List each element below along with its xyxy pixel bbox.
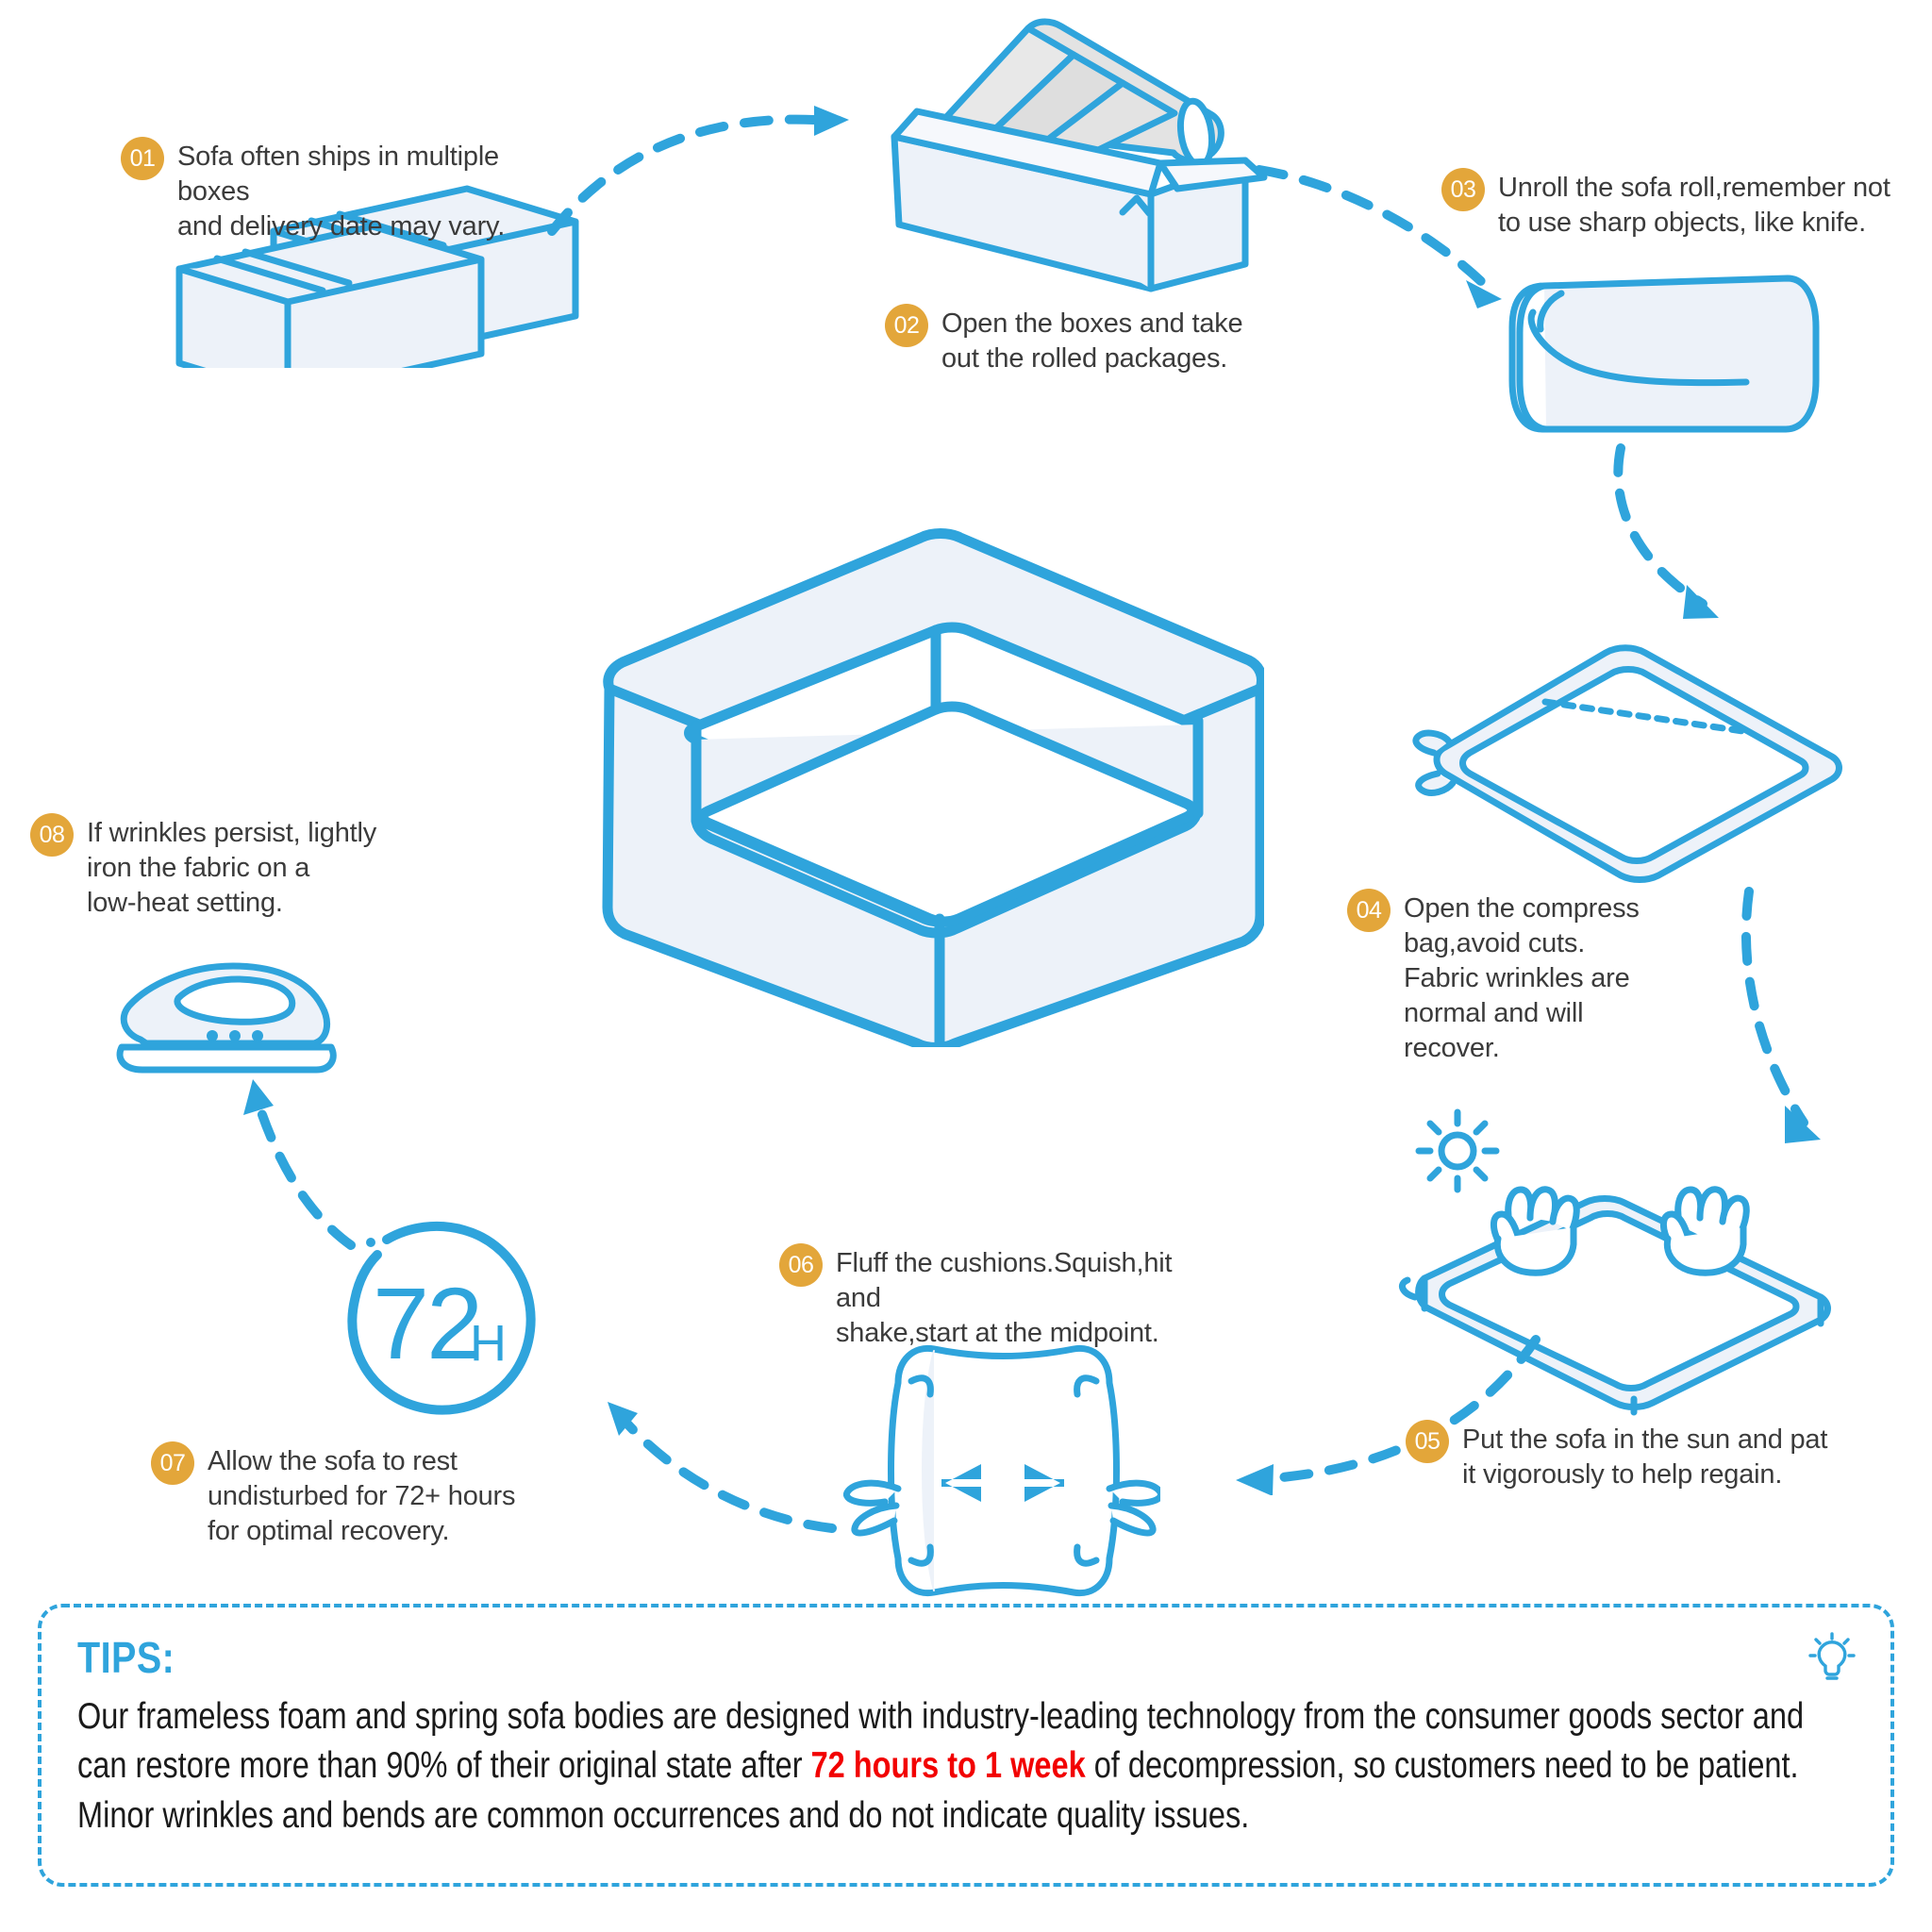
step-08: 08 If wrinkles persist, lightly iron the… (30, 813, 389, 921)
step-text-06: Fluff the cushions.Squish,hit and shake,… (836, 1248, 1173, 1349)
step-text-05: Put the sofa in the sun and pat it vigor… (1462, 1424, 1828, 1491)
stacked-boxes-illustration (175, 185, 579, 368)
step-badge-07: 07 (151, 1441, 194, 1485)
tips-body-part-1: Our frameless foam and spring sofa bodie… (77, 1696, 1805, 1787)
step-badge-08: 08 (30, 813, 74, 857)
step-07: 07 Allow the sofa to rest undisturbed fo… (151, 1441, 528, 1549)
step-badge-03: 03 (1441, 168, 1485, 211)
step-badge-05: 05 (1406, 1420, 1449, 1463)
step-05: 05 Put the sofa in the sun and pat it vi… (1406, 1420, 1896, 1492)
step-text-03: Unroll the sofa roll,remember not to use… (1498, 173, 1890, 239)
lightbulb-icon (1808, 1632, 1856, 1680)
tips-panel: TIPS: Our frameless foam and spring sofa… (38, 1604, 1894, 1887)
arrow-step7-to-step8 (243, 1079, 356, 1250)
step-text-04: Open the compress bag,avoid cuts. Fabric… (1404, 893, 1640, 1064)
step-06: 06 Fluff the cushions.Squish,hit and sha… (779, 1243, 1223, 1351)
steam-iron-illustration (116, 962, 337, 1074)
step-01: 01 Sofa often ships in multiple boxes an… (121, 137, 564, 244)
sun-icon (1415, 1108, 1500, 1193)
step-badge-02: 02 (885, 304, 928, 347)
step-04: 04 Open the compress bag,avoid cuts. Fab… (1347, 889, 1658, 1067)
tips-body-part-2: of decompression, so customers need to b… (77, 1745, 1799, 1836)
arrow-step2-to-step3 (1255, 165, 1502, 308)
step-badge-06: 06 (779, 1243, 823, 1287)
step-text-02: Open the boxes and take out the rolled p… (941, 308, 1243, 375)
compress-bag-illustration (1412, 644, 1842, 883)
step-text-08: If wrinkles persist, lightly iron the fa… (87, 818, 377, 919)
open-box-with-roll-illustration (891, 18, 1268, 292)
arrow-step4-to-step5 (1740, 887, 1821, 1143)
step-text-07: Allow the sofa to rest undisturbed for 7… (208, 1446, 516, 1547)
step-text-01: Sofa often ships in multiple boxes and d… (177, 142, 506, 242)
arrow-step3-to-step4 (1613, 443, 1719, 619)
timer-value: 72 (373, 1266, 480, 1380)
cushion-fluff-illustration (843, 1344, 1160, 1597)
tips-highlight: 72 hours to 1 week (810, 1745, 1086, 1787)
step-03: 03 Unroll the sofa roll,remember not to … (1441, 168, 1932, 241)
tips-body: Our frameless foam and spring sofa bodie… (77, 1692, 1850, 1840)
step-badge-01: 01 (121, 137, 164, 180)
sofa-roll-illustration (1508, 275, 1820, 433)
step-badge-04: 04 (1347, 889, 1391, 932)
arrow-step1-to-step2 (547, 106, 849, 236)
tips-title: TIPS: (77, 1633, 175, 1682)
timer-unit: H (470, 1315, 507, 1372)
timer-72h-illustration: 72 H (347, 1221, 536, 1415)
frameless-sofa-body-illustration (602, 528, 1264, 1047)
step-02: 02 Open the boxes and take out the rolle… (885, 304, 1262, 376)
arrow-step6-to-step7 (608, 1402, 837, 1533)
